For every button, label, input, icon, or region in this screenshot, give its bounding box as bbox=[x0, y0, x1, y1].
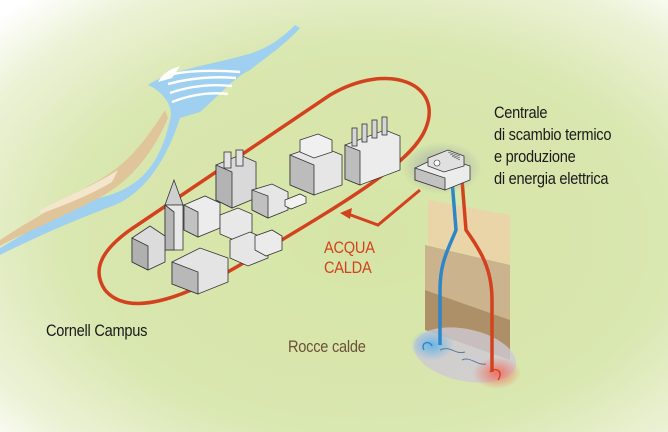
hot-water-label: ACQUA CALDA bbox=[324, 238, 375, 277]
hot-production-pipe bbox=[460, 179, 494, 372]
cold-injection-pipe bbox=[438, 179, 458, 345]
campus-buildings bbox=[131, 116, 401, 295]
river bbox=[0, 25, 300, 255]
hot-rocks-label: Rocce calde bbox=[288, 337, 366, 356]
power-plant-label: Centrale di scambio termico e produzione… bbox=[494, 103, 612, 188]
campus-label: Cornell Campus bbox=[46, 321, 148, 340]
power-plant bbox=[402, 142, 482, 194]
hot-water-loop bbox=[97, 76, 431, 306]
hot-water-feed bbox=[347, 188, 421, 227]
arrow-head-icon bbox=[340, 208, 352, 219]
